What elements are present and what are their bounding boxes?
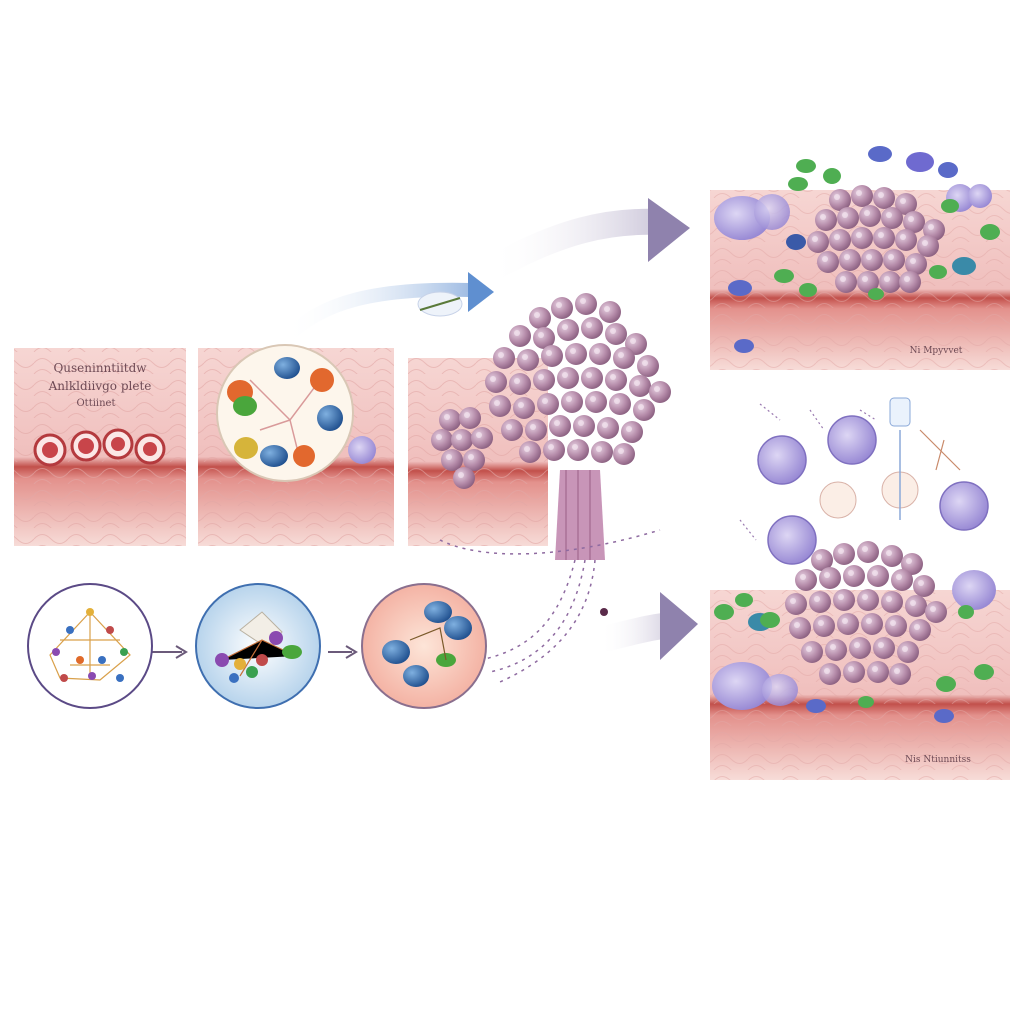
immune-circle xyxy=(361,583,487,709)
tissue-panel-2 xyxy=(198,344,394,546)
metastasis-trails xyxy=(439,529,661,683)
panel-label-line-2: Anlkldiivgo plete xyxy=(48,379,152,393)
immune-cells-bottom xyxy=(712,570,996,723)
immune-cells-top xyxy=(714,146,992,353)
leaves-top xyxy=(774,159,1000,300)
leaves-bottom xyxy=(714,593,994,708)
activation-circle xyxy=(195,583,321,709)
tissue-panel-1: Quseninntiitdw Anlkldiivgo plete Ottiine… xyxy=(14,348,186,546)
arrow-to-tumor xyxy=(468,272,494,312)
flow-arrows xyxy=(152,198,698,660)
central-tumor xyxy=(439,293,671,683)
panel-label-line-1: Quseninntiitdw xyxy=(53,361,147,375)
panel-top-right: Ni Mpyvvet xyxy=(710,146,1010,370)
panel-top-right-caption: Ni Mpyvvet xyxy=(910,346,963,356)
panel-label-line-3: Ottiinet xyxy=(76,398,115,409)
molecule-circle xyxy=(27,583,153,709)
arrow-to-bottom-right xyxy=(660,592,698,660)
migrating-cell-icon xyxy=(417,291,463,317)
panel-bottom-right: Nis Ntiunnitss xyxy=(710,397,1010,780)
arrow-step-1 xyxy=(175,645,188,659)
panel-bottom-right-caption: Nis Ntiunnitss xyxy=(905,755,971,765)
floating-immune-cells xyxy=(739,397,989,565)
red-cells xyxy=(33,428,166,467)
arrow-step-2 xyxy=(345,645,358,659)
arrow-to-top-right xyxy=(648,198,690,262)
